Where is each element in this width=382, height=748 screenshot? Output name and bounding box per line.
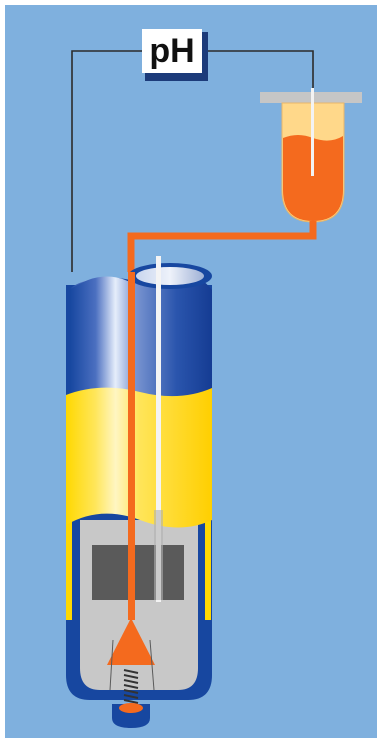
electrode-shadow (154, 510, 163, 600)
ph-meter-box (142, 29, 202, 73)
reservoir-probe (311, 88, 314, 176)
delivery-tube (128, 272, 135, 620)
inner-block (92, 545, 184, 600)
thermostat-band (66, 388, 212, 528)
cell-rim-inner (136, 267, 204, 285)
stopcock-valve (119, 703, 143, 713)
